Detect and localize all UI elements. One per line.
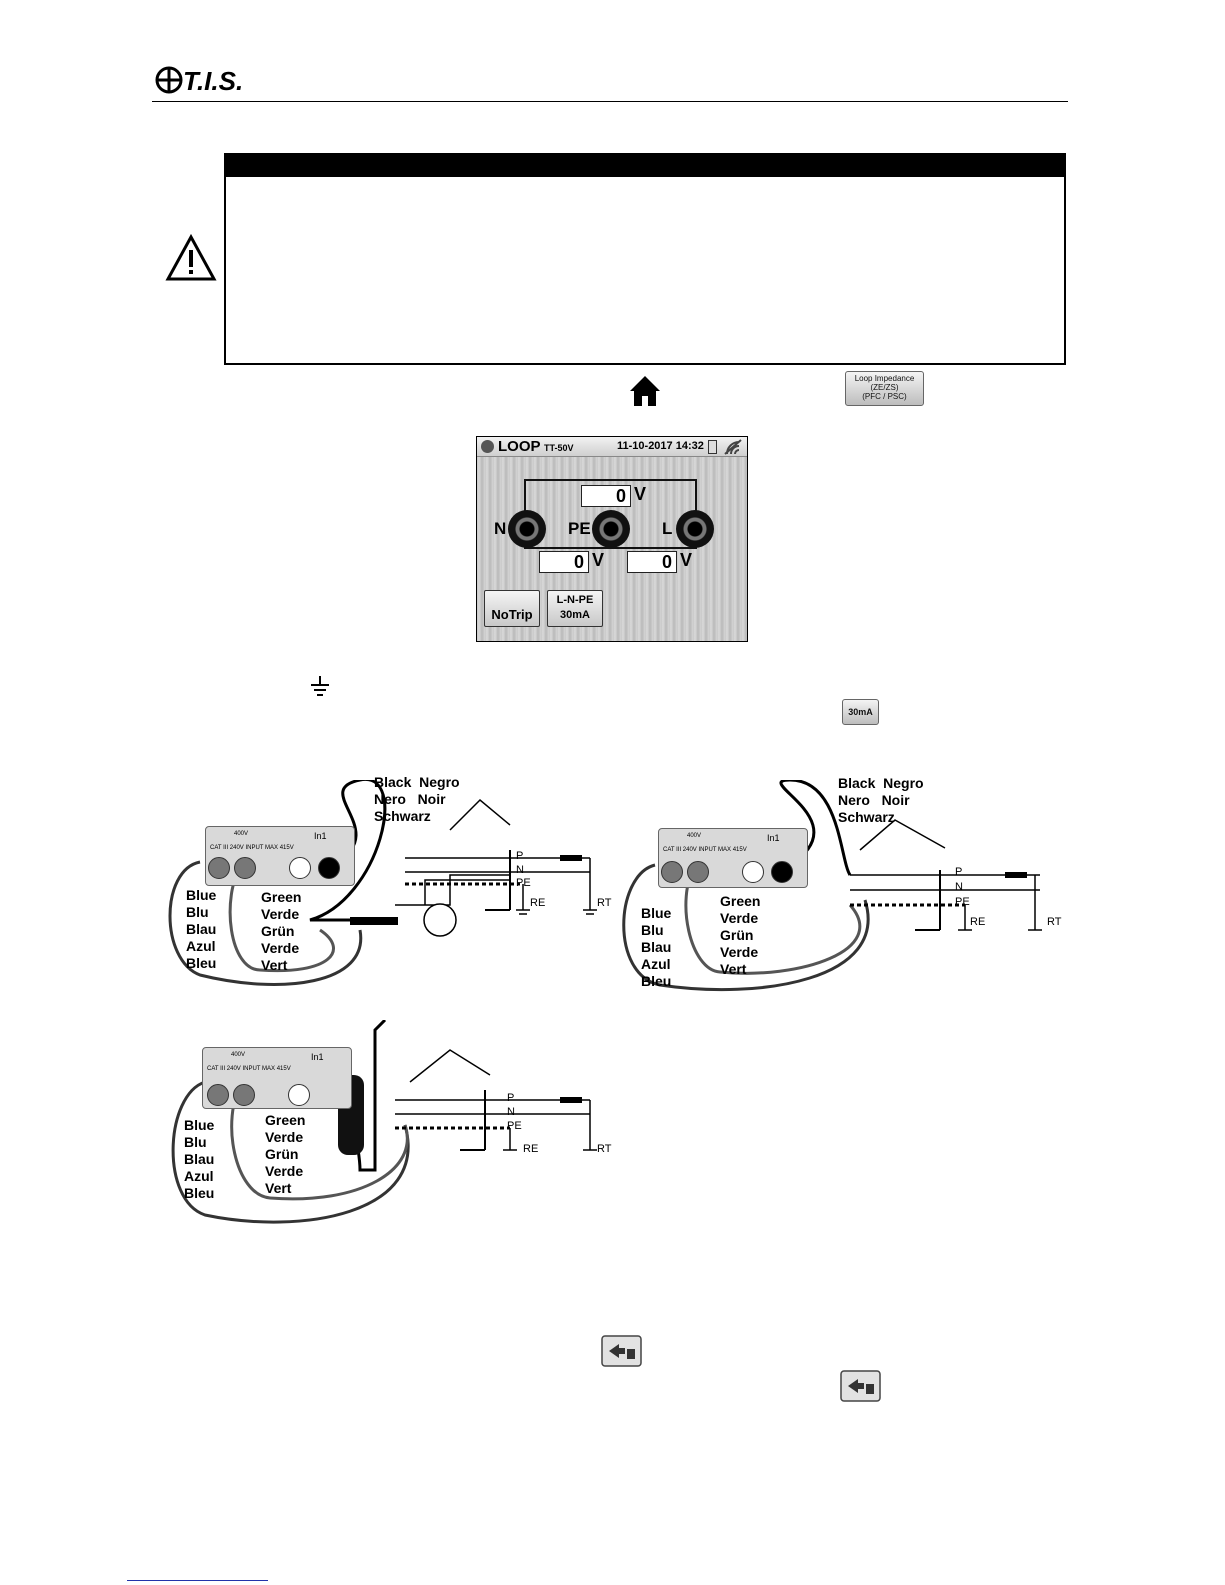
socket-b3 <box>234 857 256 879</box>
blue-labels-1: Blue Blu Blau Azul Bleu <box>186 887 217 971</box>
warning-triangle-icon <box>165 234 217 281</box>
instrument-warn: 400V <box>231 1052 246 1058</box>
line-pe-1: PE <box>516 877 531 889</box>
green-labels-1: Green Verde Grün Verde Vert <box>261 889 302 973</box>
line-p-3: P <box>507 1092 515 1104</box>
instrument-2: 400V In1 CAT III 240V INPUT MAX 415V <box>658 828 808 888</box>
socket-b4 <box>207 1084 229 1106</box>
mode-icon <box>481 440 494 453</box>
re-label-3: RE <box>523 1143 539 1155</box>
terminal-pe <box>592 510 630 548</box>
warning-title-bar <box>224 153 1066 177</box>
blue-labels-2: Blue Blu Blau Azul Bleu <box>641 905 672 989</box>
voltage-right-unit: V <box>680 550 693 570</box>
lnpe-button[interactable]: L-N-PE 30mA <box>547 590 603 627</box>
green-labels-2: Green Verde Grün Verde Vert <box>720 893 761 977</box>
line-n-1: N <box>516 864 524 876</box>
socket-b3 <box>687 861 709 883</box>
screen-status-bar: LOOP TT-50V 11-10-2017 14:32 <box>477 437 747 457</box>
footer-rule <box>127 1580 268 1581</box>
loop-impedance-sub2: (PFC / PSC) <box>862 392 907 401</box>
home-icon[interactable] <box>629 374 661 407</box>
socket-b4 <box>208 857 230 879</box>
screen-datetime: 11-10-2017 14:32 <box>617 440 704 452</box>
terminal-n <box>508 510 546 548</box>
re-label-2: RE <box>970 916 986 928</box>
wiring-diagram-2 <box>622 780 1042 992</box>
battery-icon <box>708 440 717 454</box>
notrip-label: NoTrip <box>491 607 533 622</box>
instrument-screen: LOOP TT-50V 11-10-2017 14:32 0 V 0 V 0 V… <box>476 436 748 642</box>
warning-box <box>224 153 1066 365</box>
voltage-top-value: 0 <box>581 485 631 507</box>
lnpe-label: L-N-PE <box>556 594 594 606</box>
rt-label-3: RT <box>597 1143 612 1155</box>
instrument-cat: CAT III 240V INPUT MAX 415V <box>207 1066 291 1072</box>
voltage-top-unit: V <box>634 484 647 504</box>
green-labels-3: Green Verde Grün Verde Vert <box>265 1112 306 1196</box>
rt-label-2: RT <box>1047 916 1062 928</box>
socket-b4 <box>661 861 683 883</box>
line-p-2: P <box>955 866 963 878</box>
line-pe-3: PE <box>507 1120 522 1132</box>
terminal-l <box>676 510 714 548</box>
earth-icon <box>311 676 329 696</box>
socket-b2 <box>742 861 764 883</box>
instrument-cat: CAT III 240V INPUT MAX 415V <box>210 845 294 851</box>
wifi-icon <box>724 439 742 455</box>
notrip-button[interactable]: NoTrip <box>484 590 540 627</box>
re-label-1: RE <box>530 897 546 909</box>
line-p-1: P <box>516 850 524 862</box>
socket-b1 <box>771 861 793 883</box>
instrument-3: 400V In1 CAT III 240V INPUT MAX 415V <box>202 1047 352 1109</box>
loop-impedance-sub1: (ZE/ZS) <box>870 383 899 392</box>
loop-impedance-label: Loop Impedance <box>854 374 915 383</box>
voltage-left-value: 0 <box>539 551 589 573</box>
voltage-right-value: 0 <box>627 551 677 573</box>
black-labels-1: Black Negro Nero Noir Schwarz <box>374 774 460 824</box>
instrument-warn: 400V <box>687 833 702 839</box>
save-icon[interactable] <box>601 1335 642 1367</box>
line-n-2: N <box>955 881 963 893</box>
socket-b1 <box>318 857 340 879</box>
line-pe-2: PE <box>955 896 970 908</box>
30ma-label: 30mA <box>848 707 873 717</box>
blue-labels-3: Blue Blu Blau Azul Bleu <box>184 1117 215 1201</box>
socket-b2 <box>289 857 311 879</box>
lnpe-current: 30mA <box>560 609 590 621</box>
instrument-input: In1 <box>314 831 327 841</box>
loop-impedance-button[interactable]: Loop Impedance (ZE/ZS) (PFC / PSC) <box>845 371 924 406</box>
terminal-n-label: N <box>494 519 507 538</box>
socket-b2 <box>288 1084 310 1106</box>
line-n-3: N <box>507 1106 515 1118</box>
black-labels-2: Black Negro Nero Noir Schwarz <box>838 775 924 825</box>
wiring-diagram-1 <box>168 780 597 987</box>
socket-b3 <box>233 1084 255 1106</box>
instrument-1: 400V In1 CAT III 240V INPUT MAX 415V <box>205 826 355 886</box>
instrument-cat: CAT III 240V INPUT MAX 415V <box>663 847 747 853</box>
screen-mode: TT-50V <box>544 443 574 453</box>
terminal-pe-label: PE <box>568 519 591 538</box>
instrument-input: In1 <box>311 1052 324 1062</box>
voltage-left-unit: V <box>592 550 605 570</box>
header-rule <box>152 101 1068 102</box>
screen-title: LOOP <box>498 438 541 455</box>
instrument-input: In1 <box>767 833 780 843</box>
screen-wire-top <box>524 479 697 481</box>
tis-logo: T.I.S. <box>155 66 243 96</box>
instrument-warn: 400V <box>234 831 249 837</box>
screen-wire-left <box>524 479 526 519</box>
rt-label-1: RT <box>597 897 612 909</box>
logo-text: T.I.S. <box>183 66 243 96</box>
save-icon[interactable] <box>840 1370 881 1402</box>
30ma-button[interactable]: 30mA <box>842 699 879 725</box>
screen-wire-right <box>695 479 697 519</box>
terminal-l-label: L <box>662 519 673 538</box>
